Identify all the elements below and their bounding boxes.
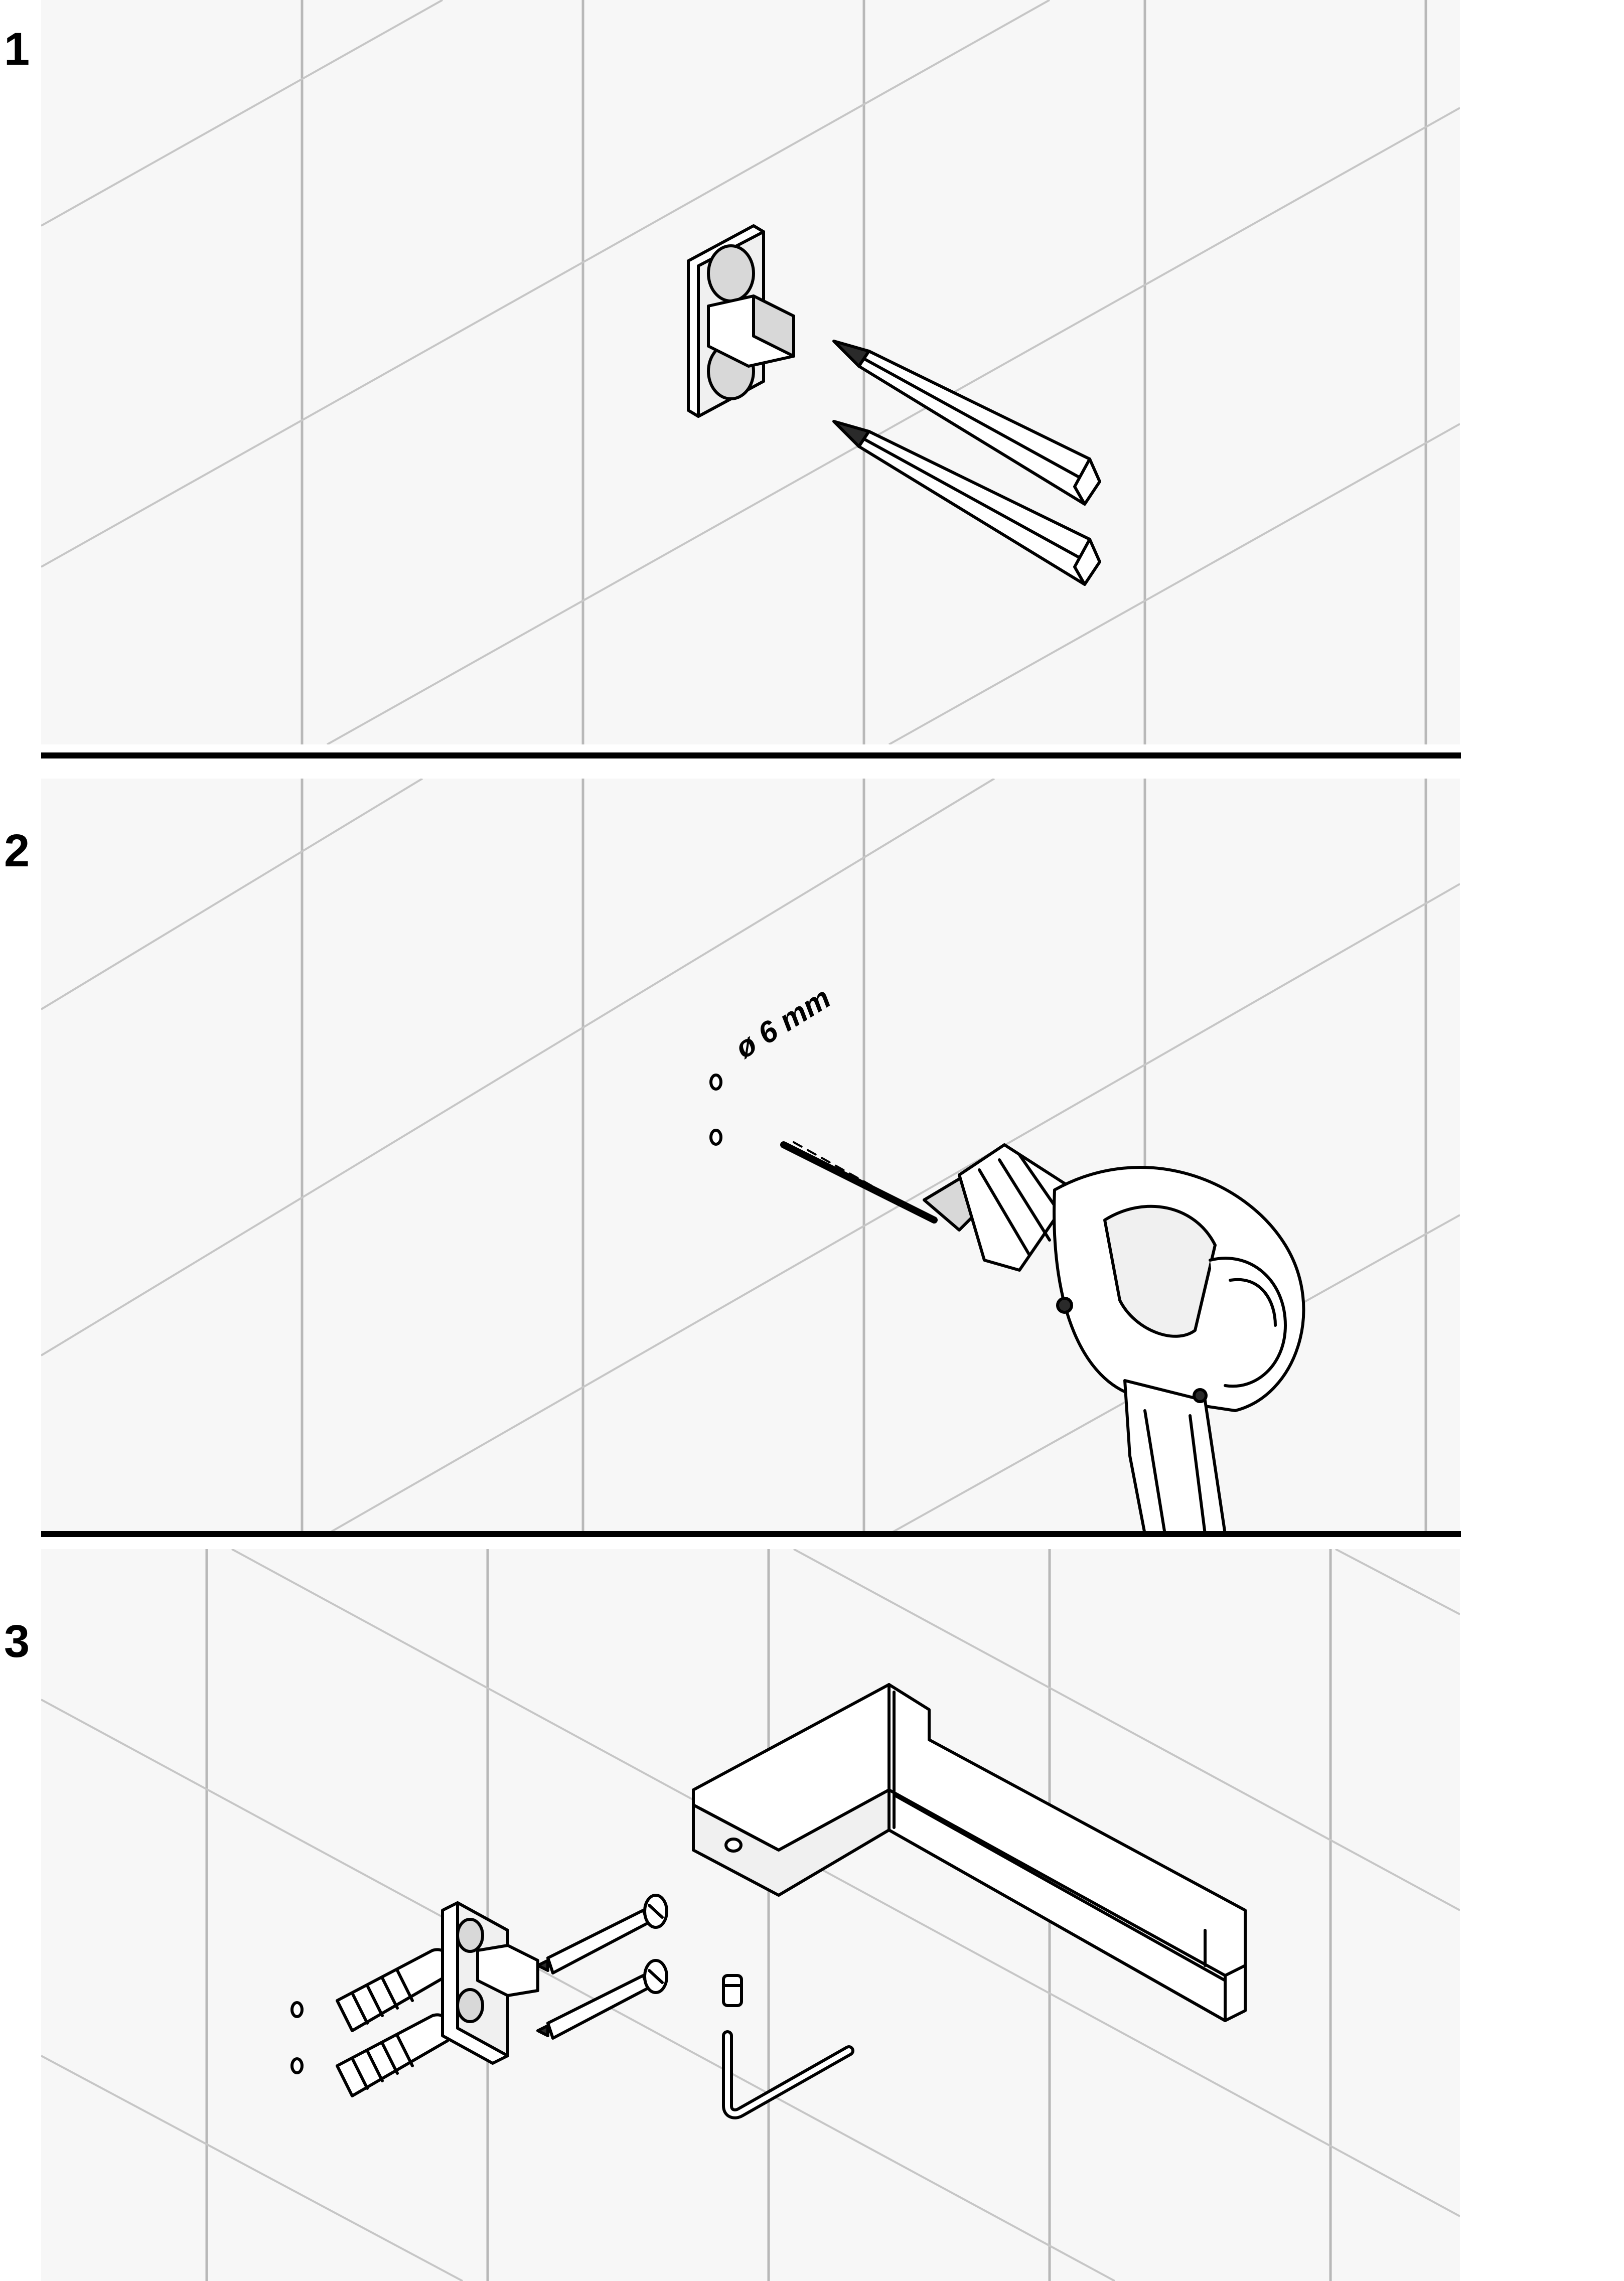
screw-upper <box>536 1894 668 1974</box>
mounting-bracket <box>441 1901 539 2065</box>
drill-size-label: ø 6 mm <box>729 981 836 1065</box>
step-number-2: 2 <box>4 825 30 876</box>
power-drill <box>923 1143 1305 1534</box>
wall-plugs <box>336 1948 454 2097</box>
step-3-panel <box>41 1549 1460 2281</box>
step-3-illustration <box>41 1549 1460 2281</box>
step-number-1: 1 <box>4 24 30 75</box>
pencil-upper <box>832 340 1101 506</box>
tile-grid <box>41 1549 1460 2281</box>
step-2-illustration: ø 6 mm <box>41 779 1460 1534</box>
set-screw <box>722 1974 743 2007</box>
step-1-panel <box>41 0 1460 744</box>
mounting-bracket <box>687 224 795 418</box>
toilet-roll-holder <box>692 1683 1247 2022</box>
allen-key <box>722 2030 854 2119</box>
step-divider <box>41 1531 1461 1537</box>
step-divider <box>41 752 1461 758</box>
drill-holes <box>709 1074 722 1146</box>
pencil-lower <box>832 420 1101 586</box>
tile-grid <box>41 0 1460 744</box>
step-2-panel: ø 6 mm <box>41 779 1460 1534</box>
drill-bit <box>780 1141 938 1224</box>
wall-holes <box>290 2001 304 2074</box>
screw-lower <box>536 1959 668 2040</box>
tile-grid <box>41 779 1460 1534</box>
step-number-3: 3 <box>4 1616 30 1667</box>
step-1-illustration <box>41 0 1460 744</box>
